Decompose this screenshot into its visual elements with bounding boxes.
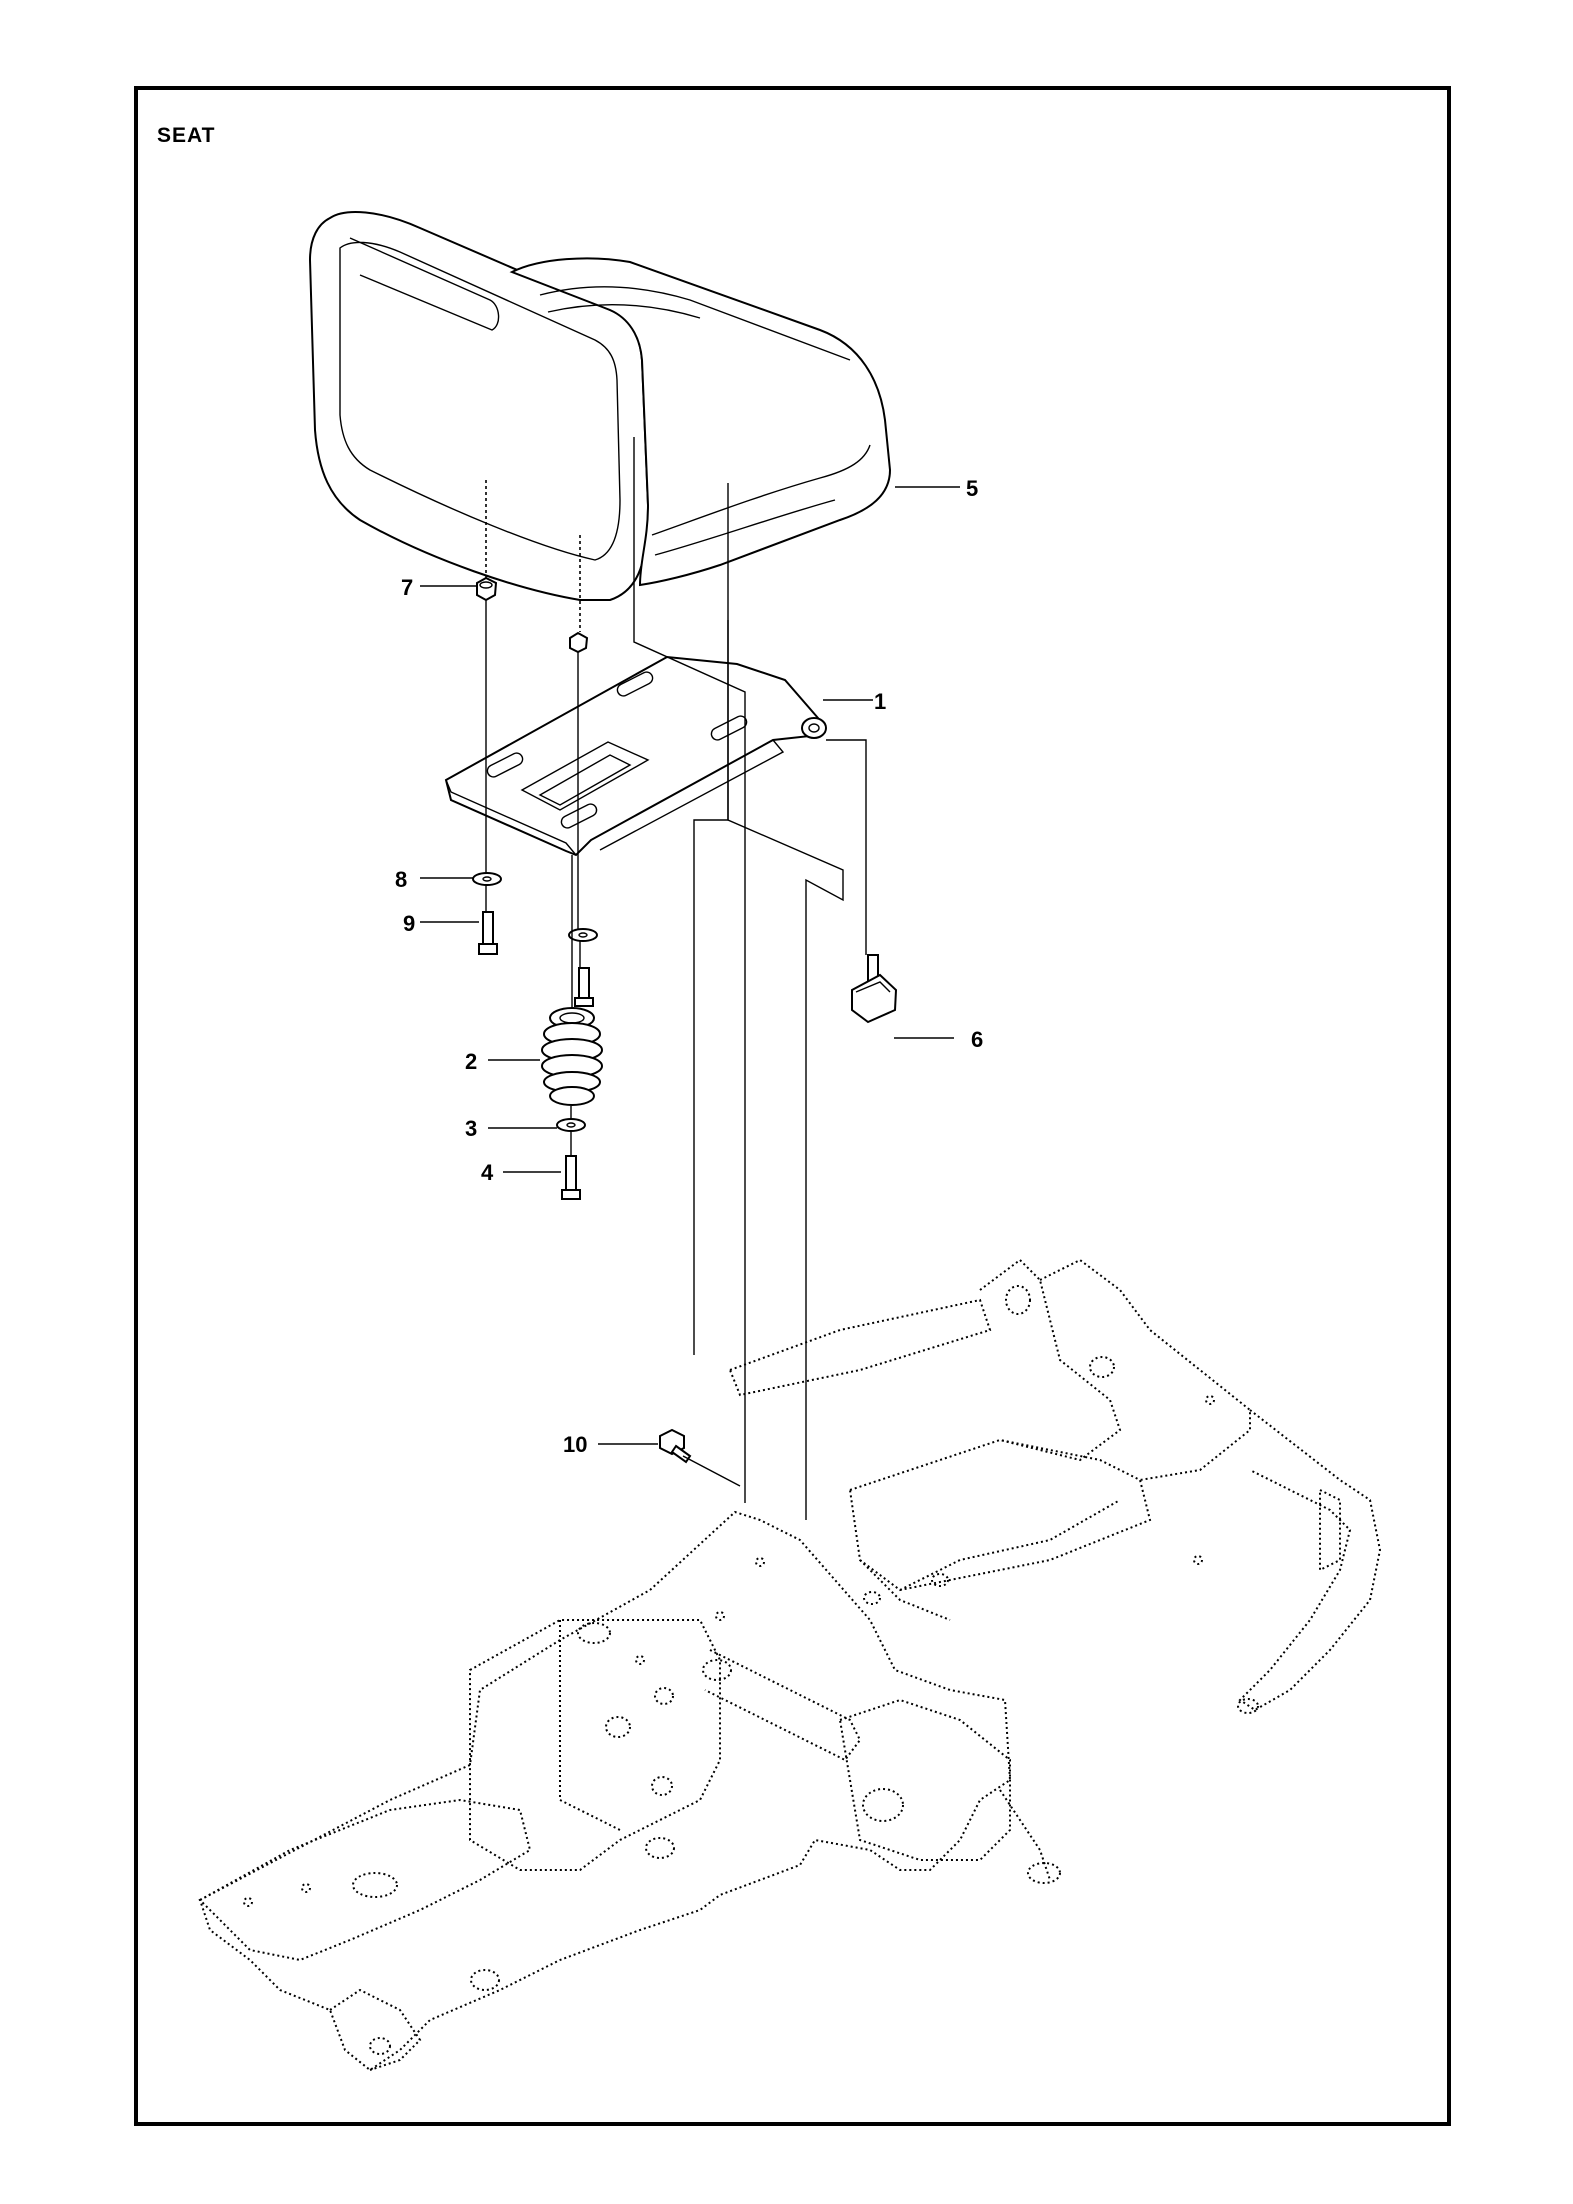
- spring-illustration[interactable]: [541, 1007, 603, 1106]
- callout-labels: 1 2 3 4 5 6 7 8 9 10: [395, 476, 983, 1457]
- bolt-upper-illustration[interactable]: [478, 911, 498, 955]
- bolt-lower-illustration[interactable]: [561, 1155, 581, 1200]
- callout-1: 1: [874, 689, 886, 714]
- drawing-frame: [134, 86, 1451, 2126]
- tractor-frame-illustration: [198, 1258, 1382, 2072]
- leader-lines: [420, 486, 960, 1445]
- callout-5: 5: [966, 476, 978, 501]
- diagram-title: SEAT: [157, 124, 216, 147]
- bolt-mid-illustration[interactable]: [574, 967, 594, 1007]
- callout-6: 6: [971, 1027, 983, 1052]
- seat-illustration[interactable]: [308, 211, 892, 601]
- callout-8: 8: [395, 867, 407, 892]
- knob-illustration[interactable]: [851, 954, 898, 1024]
- nut-illustration[interactable]: [476, 576, 498, 602]
- callout-7: 7: [401, 575, 413, 600]
- seat-plate-illustration[interactable]: [444, 655, 827, 857]
- callout-2: 2: [465, 1049, 477, 1074]
- washer-lower-illustration[interactable]: [556, 1118, 586, 1132]
- callout-9: 9: [403, 911, 415, 936]
- nut-2-illustration[interactable]: [569, 631, 589, 654]
- callout-10: 10: [563, 1432, 587, 1457]
- callout-4: 4: [481, 1160, 494, 1185]
- washer-mid-illustration[interactable]: [568, 928, 598, 942]
- callout-3: 3: [465, 1116, 477, 1141]
- assembly-lines: [485, 437, 867, 1520]
- washer-upper-illustration[interactable]: [472, 872, 502, 886]
